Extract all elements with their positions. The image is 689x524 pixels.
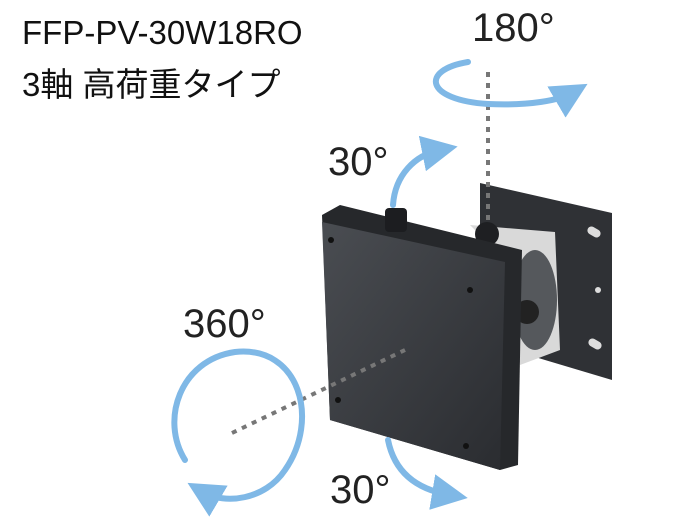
swivel-arrow-icon xyxy=(432,59,588,118)
rotate-angle-label: 360° xyxy=(183,302,266,346)
tilt-down-arrow-icon xyxy=(385,437,468,510)
rotation-axes xyxy=(231,72,490,435)
rotate-arrow-icon xyxy=(171,348,306,517)
product-model: FFP-PV-30W18RO xyxy=(22,14,303,51)
tilt-up-arrow-icon xyxy=(390,135,458,208)
tilt-up-angle-label: 30° xyxy=(328,140,389,184)
product-subtitle: 3軸 高荷重タイプ xyxy=(22,66,281,103)
mount-body xyxy=(322,205,522,470)
swivel-angle-label: 180° xyxy=(472,6,555,50)
tilt-down-angle-label: 30° xyxy=(330,468,391,512)
rotation-arrows xyxy=(171,59,588,517)
